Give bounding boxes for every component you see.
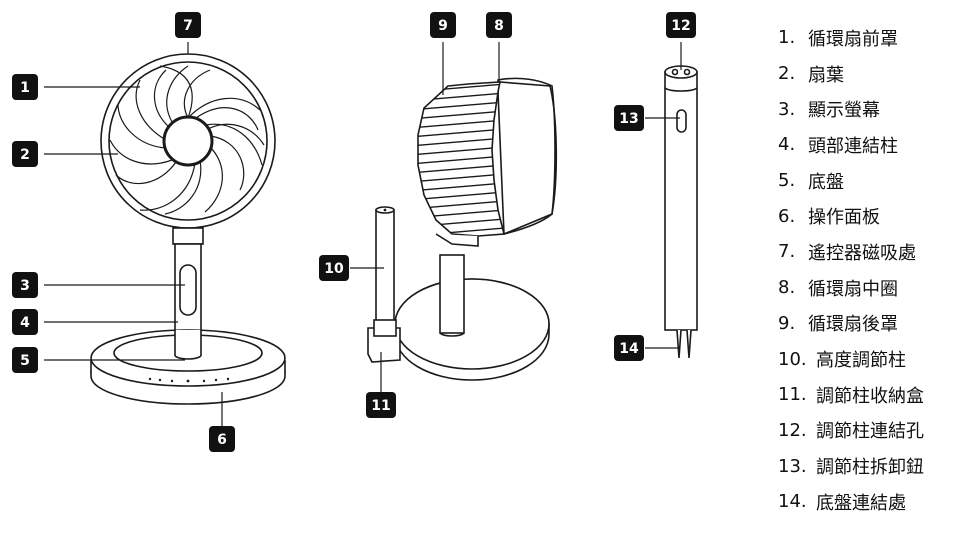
leader-lines xyxy=(44,42,682,426)
callout-1: 1 xyxy=(12,74,38,100)
legend-item: 8. 循環扇中圈 xyxy=(778,270,962,306)
legend-number: 5. xyxy=(778,170,796,192)
side-head-connector xyxy=(439,254,465,334)
legend-number: 9. xyxy=(778,312,796,334)
fan-blades xyxy=(109,65,265,215)
callout-3: 3 xyxy=(12,272,38,298)
legend-item: 14. 底盤連結處 xyxy=(778,484,962,520)
legend-item: 11. 調節柱收納盒 xyxy=(778,377,962,413)
callout-5: 5 xyxy=(12,347,38,373)
height-rod-illustration xyxy=(367,206,401,363)
svg-text:3: 3 xyxy=(20,278,30,294)
legend-label: 高度調節柱 xyxy=(816,350,906,372)
rod-detail-illustration xyxy=(664,65,698,359)
callout-12: 12 xyxy=(666,12,696,38)
legend-number: 6. xyxy=(778,205,796,227)
legend-label: 扇葉 xyxy=(808,64,844,86)
legend-item: 12. 調節柱連結孔 xyxy=(778,413,962,449)
side-fan-illustration xyxy=(394,77,558,381)
svg-text:14: 14 xyxy=(619,341,639,357)
middle-ring xyxy=(497,77,556,236)
legend-item: 7. 遙控器磁吸處 xyxy=(778,234,962,270)
front-fan-illustration xyxy=(90,53,286,405)
legend-number: 4. xyxy=(778,134,796,156)
legend-item: 9. 循環扇後罩 xyxy=(778,306,962,342)
svg-text:8: 8 xyxy=(494,18,504,34)
callout-9: 9 xyxy=(430,12,456,38)
svg-text:11: 11 xyxy=(371,398,390,414)
legend-number: 7. xyxy=(778,241,796,263)
legend-number: 12. xyxy=(778,419,807,441)
legend-number: 10. xyxy=(778,348,807,370)
rod-release-button xyxy=(676,109,687,133)
legend-number: 2. xyxy=(778,63,796,85)
callout-11: 11 xyxy=(366,392,396,418)
svg-text:4: 4 xyxy=(20,315,30,331)
legend-number: 13. xyxy=(778,455,807,477)
legend-label: 循環扇中圈 xyxy=(808,278,898,300)
legend-label: 頭部連結柱 xyxy=(808,135,898,157)
legend-item: 6. 操作面板 xyxy=(778,198,962,234)
legend-label: 調節柱拆卸鈕 xyxy=(816,457,924,479)
callout-10: 10 xyxy=(319,255,349,281)
callout-6: 6 xyxy=(209,426,235,452)
legend-number: 11. xyxy=(778,384,807,406)
legend-label: 調節柱連結孔 xyxy=(816,421,924,443)
svg-text:6: 6 xyxy=(217,432,227,448)
svg-text:5: 5 xyxy=(20,353,30,369)
legend-item: 2. 扇葉 xyxy=(778,56,962,92)
control-panel-dots xyxy=(148,377,230,383)
legend-number: 1. xyxy=(778,27,796,49)
svg-text:10: 10 xyxy=(324,261,344,277)
callout-7: 7 xyxy=(175,12,201,38)
legend-item: 13. 調節柱拆卸鈕 xyxy=(778,448,962,484)
legend-label: 顯示螢幕 xyxy=(808,100,880,122)
legend-label: 操作面板 xyxy=(808,207,880,229)
rod-connect-hole-right xyxy=(683,68,691,76)
head-connector-top xyxy=(172,227,204,245)
callout-4: 4 xyxy=(12,309,38,335)
legend-number: 8. xyxy=(778,277,796,299)
legend-label: 底盤連結處 xyxy=(816,492,906,514)
rod-connect-hole-left xyxy=(671,68,679,76)
legend-number: 14. xyxy=(778,491,807,513)
callout-14: 14 xyxy=(614,335,644,361)
legend-label: 循環扇前罩 xyxy=(808,28,898,50)
svg-text:2: 2 xyxy=(20,147,30,163)
legend-label: 調節柱收納盒 xyxy=(816,385,924,407)
callout-13: 13 xyxy=(614,105,644,131)
legend-item: 4. 頭部連結柱 xyxy=(778,127,962,163)
svg-text:1: 1 xyxy=(20,80,30,96)
parts-legend: 1.循環扇前罩 2.扇葉 3.顯示螢幕 4.頭部連結柱 5.底盤 6.操作面板 … xyxy=(778,20,962,520)
legend-item: 5. 底盤 xyxy=(778,163,962,199)
fan-hub xyxy=(162,115,214,167)
callout-8: 8 xyxy=(486,12,512,38)
legend-number: 3. xyxy=(778,98,796,120)
legend-label: 循環扇後罩 xyxy=(808,314,898,336)
svg-text:13: 13 xyxy=(619,111,638,127)
svg-text:9: 9 xyxy=(438,18,448,34)
svg-text:12: 12 xyxy=(671,18,690,34)
legend-item: 10. 高度調節柱 xyxy=(778,341,962,377)
legend-label: 遙控器磁吸處 xyxy=(808,242,916,264)
callout-2: 2 xyxy=(12,141,38,167)
legend-label: 底盤 xyxy=(808,171,844,193)
svg-text:7: 7 xyxy=(183,18,193,34)
display-screen xyxy=(179,264,197,316)
front-grill-inner-ring xyxy=(108,61,268,221)
legend-item: 1. 循環扇前罩 xyxy=(778,20,962,56)
legend-item: 3. 顯示螢幕 xyxy=(778,91,962,127)
height-rod xyxy=(375,209,395,335)
callout-badges: 7 1 2 3 4 5 6 9 8 10 11 12 13 14 xyxy=(12,12,696,452)
